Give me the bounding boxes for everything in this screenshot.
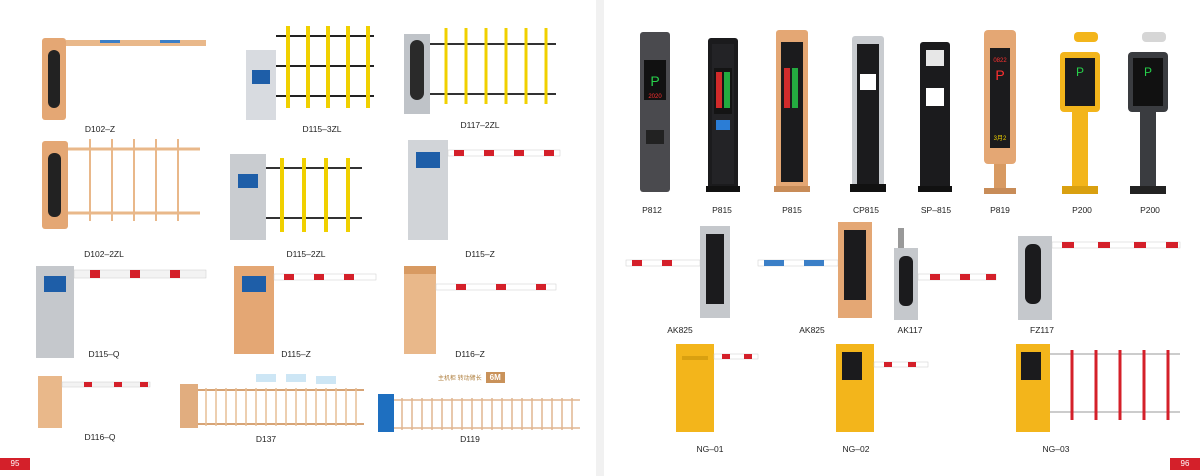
ak825-a-image <box>625 226 730 318</box>
product-p815-a <box>704 36 744 196</box>
caption-d117-2zl: D117–2ZL <box>460 120 500 130</box>
p819-image: 0822 P 3月2 <box>984 30 1016 194</box>
d117-2zl-image <box>404 28 556 114</box>
caption-ak117: AK117 <box>897 325 923 335</box>
caption-fz117: FZ117 <box>1030 325 1054 335</box>
d115-z-b-image <box>234 266 377 354</box>
caption-d115-2zl: D115–2ZL <box>286 249 326 259</box>
product-sp815 <box>916 40 956 196</box>
d115-q-image <box>36 266 207 358</box>
caption-d115-z-a: D115–Z <box>465 249 495 259</box>
caption-d119: D119 <box>460 434 480 444</box>
caption-cp815: CP815 <box>853 205 879 215</box>
product-d116-q <box>34 372 154 430</box>
caption-ak825-a: AK825 <box>667 325 693 335</box>
product-d115-z-b <box>230 264 380 356</box>
product-d115-3zl <box>240 22 380 122</box>
caption-ng03: NG–03 <box>1042 444 1070 454</box>
left-page: D102–Z D115–3ZL D117–2ZL <box>0 0 596 476</box>
caption-p200-b: P200 <box>1140 205 1160 215</box>
p200-b-p: P <box>1144 65 1152 79</box>
d116-q-image <box>38 376 151 428</box>
page-gutter <box>596 0 604 476</box>
caption-p200-a: P200 <box>1072 205 1092 215</box>
ak825-b-image <box>757 222 872 318</box>
product-p200-a: P <box>1056 30 1108 196</box>
product-ak825-a <box>622 222 752 320</box>
d115-2zl-image <box>230 154 362 240</box>
product-p200-b: P <box>1124 30 1176 196</box>
product-p812: P 2020 <box>636 30 676 195</box>
product-d115-q <box>30 264 210 360</box>
caption-d102-2zl: D102–2ZL <box>84 249 124 259</box>
page-number-left: 95 <box>0 458 30 470</box>
product-d102-z <box>30 28 210 123</box>
caption-d116-z: D116–Z <box>455 349 485 359</box>
ak117-image <box>894 228 997 320</box>
product-p819: 0822 P 3月2 <box>980 28 1020 196</box>
caption-ng02: NG–02 <box>842 444 870 454</box>
fz117-image <box>1018 236 1181 320</box>
p200-a-image: P <box>1060 32 1100 194</box>
caption-d137: D137 <box>255 434 277 444</box>
caption-sp815: SP–815 <box>920 205 952 215</box>
product-ng02 <box>832 340 932 435</box>
caption-p815-b: P815 <box>782 205 802 215</box>
caption-d116-q: D116–Q <box>84 432 116 442</box>
right-page: P 2020 P812 P815 P815 <box>604 0 1200 476</box>
ng01-image <box>676 344 759 432</box>
product-p815-b <box>772 28 812 196</box>
product-ak825-b <box>754 220 884 320</box>
ng02-image <box>836 344 929 432</box>
p819-code: 0822 <box>993 58 1007 64</box>
caption-p815-a: P815 <box>712 205 732 215</box>
caption-p819: P819 <box>990 205 1010 215</box>
product-d137 <box>176 372 366 432</box>
caption-d102-z: D102–Z <box>84 124 116 134</box>
product-d115-2zl <box>226 148 366 243</box>
caption-ng01: NG–01 <box>696 444 724 454</box>
caption-d115-q: D115–Q <box>88 349 120 359</box>
product-d119 <box>374 390 584 434</box>
product-d102-2zl <box>30 135 210 245</box>
p812-year: 2020 <box>648 94 662 100</box>
product-fz117 <box>1014 232 1184 322</box>
ng03-image <box>1016 344 1180 432</box>
d119-image <box>378 394 580 432</box>
p819-slots: 3月2 <box>994 135 1007 142</box>
product-cp815 <box>848 34 888 196</box>
d115-3zl-image <box>246 26 374 120</box>
d102-z-image <box>42 38 206 120</box>
p815-b-image <box>774 30 810 192</box>
d115-z-a-image <box>408 140 561 240</box>
page-number-right: 96 <box>1170 458 1200 470</box>
p815-a-image <box>706 38 740 192</box>
sp815-image <box>918 42 952 192</box>
p812-image: P 2020 <box>640 32 670 192</box>
caption-d115-z-b: D115–Z <box>281 349 311 359</box>
product-d117-2zl <box>400 24 560 119</box>
d119-banner-small: 主机柜 转动臂长 <box>438 376 482 382</box>
product-d116-z <box>400 262 560 358</box>
caption-p812: P812 <box>642 205 662 215</box>
product-d115-z-a <box>404 138 564 242</box>
d102-2zl-image <box>42 139 200 229</box>
caption-ak825-b: AK825 <box>799 325 825 335</box>
caption-d115-3zl: D115–3ZL <box>302 124 342 134</box>
d116-z-image <box>404 266 557 354</box>
p812-p: P <box>650 73 659 89</box>
product-ak117 <box>890 226 1000 322</box>
product-ng01 <box>672 340 762 435</box>
product-ng03 <box>1012 340 1182 435</box>
d119-banner-big: 6M <box>485 372 505 383</box>
cp815-image <box>850 36 886 192</box>
p200-b-image: P <box>1128 32 1168 194</box>
d137-image <box>180 374 364 428</box>
p200-a-p: P <box>1076 65 1084 79</box>
p819-p: P <box>995 67 1004 83</box>
